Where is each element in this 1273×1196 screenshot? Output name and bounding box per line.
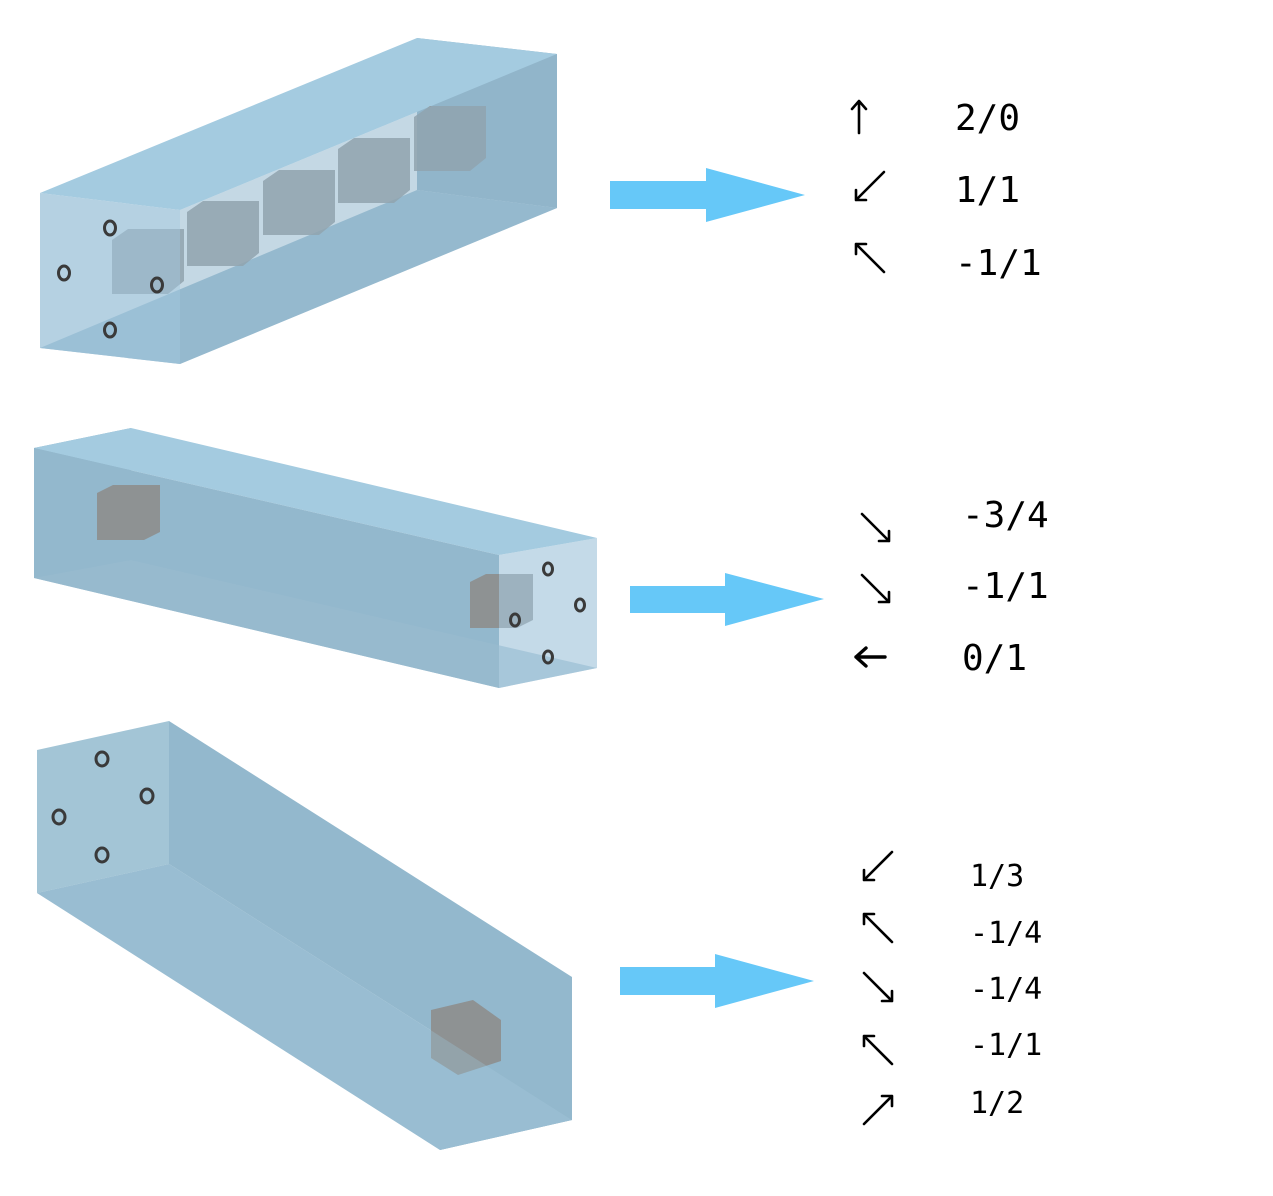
panel-3-readout: 1/3 -1/4 -1/4 -1/1 (862, 850, 1042, 1126)
cube (97, 485, 160, 540)
prism-3-front-overlay (37, 864, 572, 1150)
readout-value: 1/1 (955, 170, 1020, 211)
prism-3-bottom-face (37, 864, 572, 1150)
readout-row: 2/0 (850, 98, 1020, 139)
arrow-up-left-icon (862, 1034, 894, 1066)
hole-ring-icon (139, 787, 155, 805)
panel-3: 1/3 -1/4 -1/4 -1/1 (37, 721, 1042, 1150)
readout-value: -1/4 (970, 916, 1042, 951)
arrow-down-left-icon (862, 850, 894, 882)
readout-value: 0/1 (962, 638, 1027, 679)
hole-ring-icon (542, 561, 554, 577)
arrow-up-right-icon (862, 1094, 894, 1126)
prism-1-holes (57, 219, 164, 339)
hole-ring-icon (574, 597, 586, 613)
prism-1-side-face (180, 54, 557, 364)
hole-ring-icon (57, 264, 71, 282)
hole-ring-icon (542, 649, 554, 665)
prism-2-near-face (499, 538, 597, 688)
hole-ring-icon (103, 321, 117, 339)
readout-row: -1/1 (854, 242, 1042, 284)
readout-row: 0/1 (854, 638, 1027, 679)
arrow-up-icon (850, 99, 868, 135)
hole-ring-icon (509, 612, 521, 628)
cube (431, 1000, 501, 1075)
readout-row: 1/3 (862, 850, 1024, 894)
flow-arrow-2 (630, 573, 824, 626)
readout-row: -1/4 (862, 912, 1042, 951)
readout-row: -1/1 (862, 1028, 1042, 1066)
hole-ring-icon (51, 808, 67, 826)
hole-ring-icon (150, 276, 164, 294)
arrow-up-left-icon (854, 242, 886, 274)
readout-value: -1/1 (970, 1028, 1042, 1063)
readout-row: -3/4 (860, 495, 1049, 543)
prism-2-bottom-face (34, 560, 597, 688)
readout-value: -1/4 (970, 972, 1042, 1007)
arrow-down-right-icon (860, 512, 891, 543)
readout-row: 1/2 (862, 1086, 1024, 1126)
panel-1: 2/0 1/1 -1/1 (40, 38, 1042, 364)
panel-2: -3/4 -1/1 0/1 (34, 428, 1049, 688)
hole-ring-icon (103, 219, 117, 237)
hole-ring-icon (94, 846, 110, 864)
arrow-down-right-icon (862, 971, 894, 1003)
prism-3-holes (51, 750, 155, 864)
readout-value: -1/1 (955, 243, 1042, 284)
arrow-down-left-icon (854, 170, 886, 202)
prism-1-top-face (40, 38, 557, 210)
readout-value: -3/4 (962, 495, 1049, 536)
prism-2 (34, 428, 597, 688)
readout-value: -1/1 (962, 566, 1049, 607)
prism-1 (40, 38, 557, 364)
readout-row: -1/1 (860, 566, 1049, 607)
prism-3-near-face (37, 721, 169, 893)
arrow-down-right-icon (860, 573, 891, 604)
flow-arrow-1 (610, 168, 805, 222)
panel-1-readout: 2/0 1/1 -1/1 (850, 98, 1042, 284)
panel-2-readout: -3/4 -1/1 0/1 (854, 495, 1049, 679)
flow-arrow-3 (620, 954, 814, 1008)
readout-value: 1/2 (970, 1086, 1024, 1121)
hole-ring-icon (94, 750, 110, 768)
readout-row: 1/1 (854, 170, 1020, 211)
prism-2-holes (509, 561, 586, 665)
readout-row: -1/4 (862, 971, 1042, 1007)
arrow-up-left-icon (862, 912, 894, 944)
prism-3 (37, 721, 572, 1150)
prism-2-top-face (34, 428, 597, 555)
prism-1-front-face (40, 193, 180, 364)
readout-value: 2/0 (955, 98, 1020, 139)
readout-value: 1/3 (970, 859, 1024, 894)
arrow-left-icon (854, 646, 887, 668)
